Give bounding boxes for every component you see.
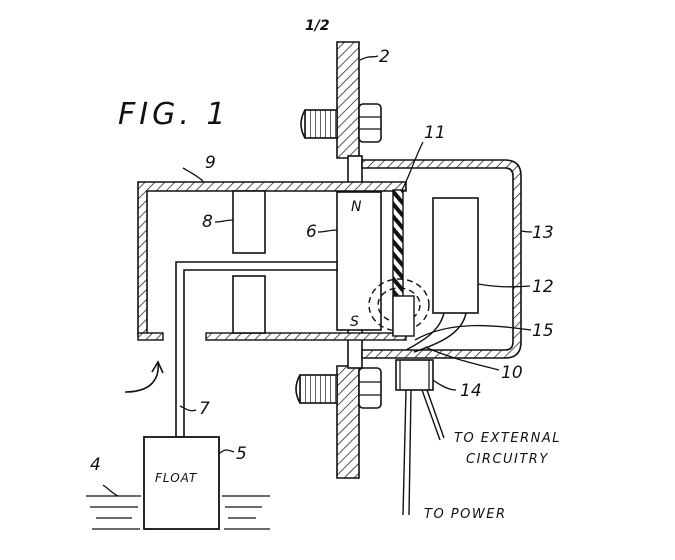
leads-15	[405, 312, 467, 353]
float-label: FLOAT	[155, 471, 198, 485]
ref-6: 6	[306, 222, 317, 242]
cover-13	[361, 159, 522, 359]
ref-4: 4	[90, 455, 101, 475]
ref-11: 11	[424, 123, 446, 143]
pole-s: S	[350, 314, 359, 330]
ref-12: 12	[532, 277, 554, 297]
pole-n: N	[351, 199, 362, 215]
ref-13: 13	[532, 223, 554, 243]
reed-element	[392, 295, 415, 337]
liquid-4	[86, 495, 270, 530]
ref-15: 15	[532, 321, 554, 341]
page-mark: 1/2	[305, 18, 330, 34]
ref-14: 14	[460, 381, 482, 401]
float-5: FLOAT	[143, 436, 220, 530]
motion-arrow	[124, 360, 164, 393]
figure-title: FIG. 1	[118, 97, 230, 132]
magnet-6: N S	[336, 191, 382, 331]
lower-bolt	[295, 367, 382, 409]
ref-8: 8	[202, 212, 213, 232]
caption-external-line2: CIRCUITRY	[466, 452, 549, 467]
counterweight-8	[232, 190, 266, 334]
external-wire	[421, 389, 445, 441]
power-wire	[402, 389, 412, 516]
connector-14	[395, 359, 434, 391]
ref-2: 2	[379, 47, 390, 67]
leader-lines	[102, 55, 533, 497]
caption-power: TO POWER	[424, 507, 506, 522]
ref-9: 9	[205, 153, 216, 173]
upper-bolt	[300, 103, 382, 143]
switch-12	[432, 197, 479, 314]
caption-external-line1: TO EXTERNAL	[454, 431, 561, 446]
ref-5: 5	[236, 444, 247, 464]
ref-7: 7	[199, 399, 210, 419]
ref-10: 10	[501, 363, 523, 383]
